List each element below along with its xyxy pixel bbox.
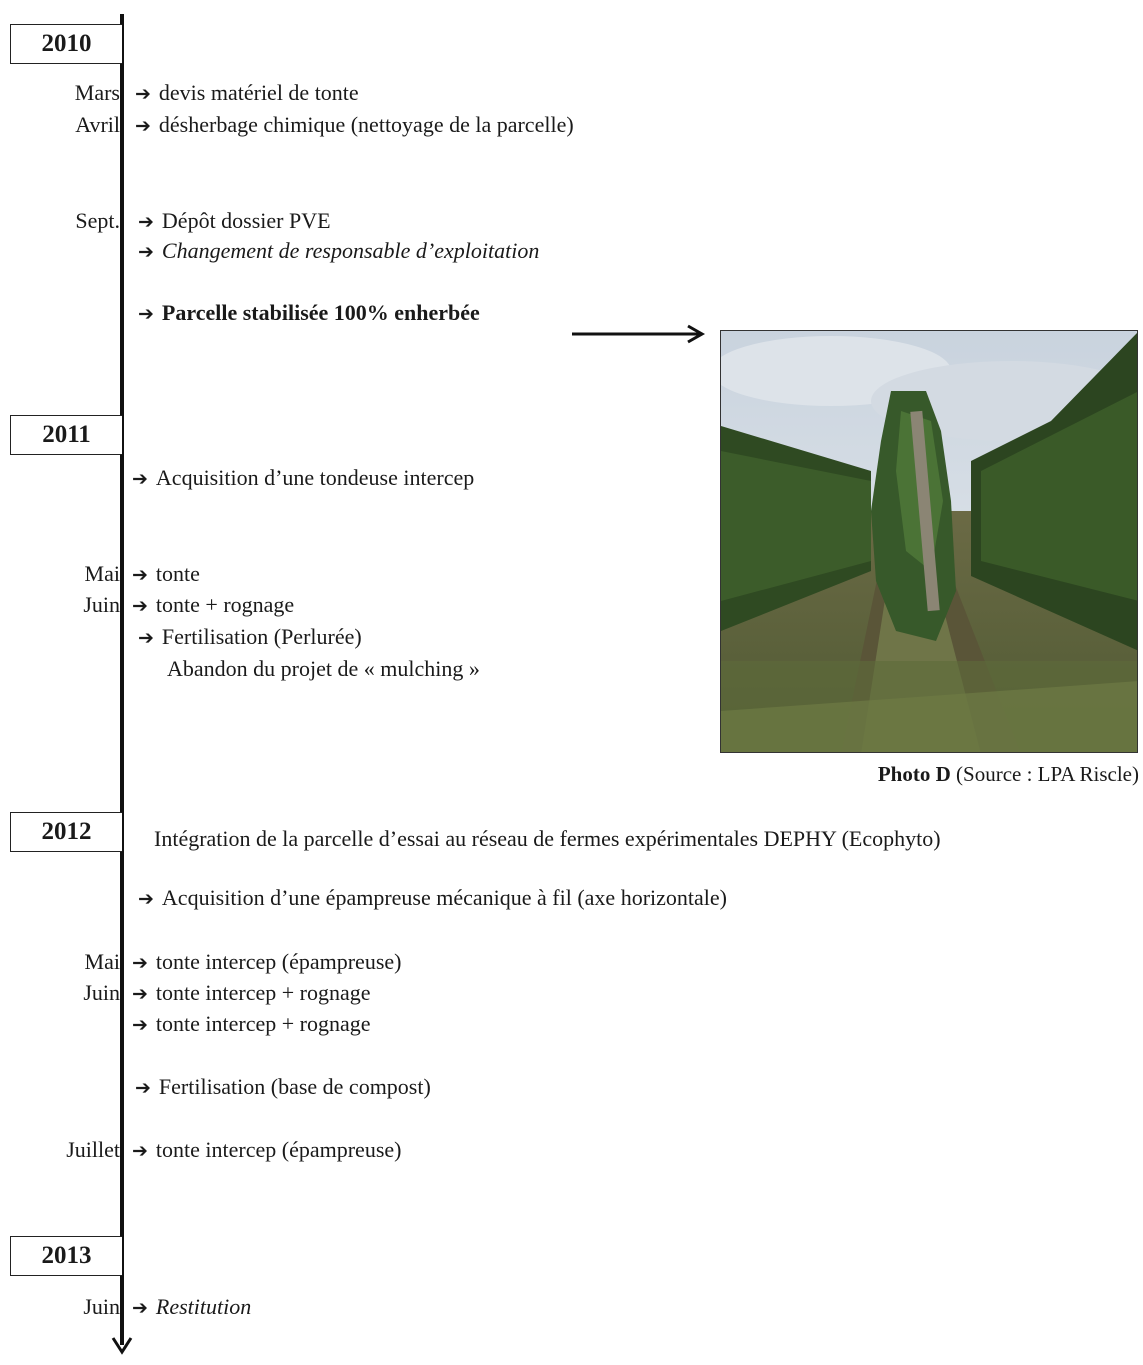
event-item: ➔ tonte intercep + rognage bbox=[132, 982, 371, 1004]
photo-caption-label: Photo D bbox=[877, 762, 951, 786]
right-arrow-icon: ➔ bbox=[132, 468, 148, 490]
right-arrow-icon: ➔ bbox=[138, 627, 154, 649]
event-text: devis matériel de tonte bbox=[158, 80, 359, 105]
event-item: ➔ tonte intercep (épampreuse) bbox=[132, 1139, 401, 1161]
event-item: ➔ tonte intercep (épampreuse) bbox=[132, 951, 401, 973]
event-item: ➔ tonte + rognage bbox=[132, 594, 294, 616]
event-text: tonte intercep + rognage bbox=[155, 980, 371, 1005]
event-text: Dépôt dossier PVE bbox=[161, 208, 331, 233]
year-box-2013: 2013 bbox=[10, 1236, 122, 1276]
event-text: Acquisition d’une épampreuse mécanique à… bbox=[161, 885, 727, 910]
year-box-2012: 2012 bbox=[10, 812, 122, 852]
year-box-2011: 2011 bbox=[10, 415, 122, 455]
event-item: ➔ Restitution bbox=[132, 1296, 251, 1318]
right-arrow-icon: ➔ bbox=[132, 564, 148, 586]
event-text: tonte + rognage bbox=[155, 592, 295, 617]
right-arrow-icon: ➔ bbox=[132, 1140, 148, 1162]
event-text: Restitution bbox=[155, 1294, 252, 1319]
right-arrow-icon: ➔ bbox=[132, 952, 148, 974]
right-arrow-icon: ➔ bbox=[138, 241, 154, 263]
event-text: Abandon du projet de « mulching » bbox=[167, 656, 480, 681]
month-label: Juin bbox=[83, 592, 120, 617]
event-item: ➔ tonte bbox=[132, 563, 200, 585]
right-arrow-icon: ➔ bbox=[138, 303, 154, 325]
vineyard-illustration bbox=[721, 331, 1137, 752]
right-arrow-icon: ➔ bbox=[138, 211, 154, 233]
month-label: Juin bbox=[83, 980, 120, 1005]
right-arrow-icon: ➔ bbox=[132, 1014, 148, 1036]
right-arrow-icon: ➔ bbox=[132, 595, 148, 617]
month-label: Sept. bbox=[75, 208, 120, 233]
photo-caption: Photo D (Source : LPA Riscle) bbox=[878, 764, 1139, 785]
event-text: désherbage chimique (nettoyage de la par… bbox=[158, 112, 574, 137]
timeline-arrowhead bbox=[111, 1337, 133, 1355]
event-item: ➔ Fertilisation (base de compost) bbox=[135, 1076, 431, 1098]
month-label: Mai bbox=[84, 949, 120, 974]
event-item: ➔ désherbage chimique (nettoyage de la pa… bbox=[135, 114, 574, 136]
event-text: tonte intercep + rognage bbox=[155, 1011, 371, 1036]
right-arrow-icon: ➔ bbox=[135, 115, 151, 137]
event-item: ➔ Parcelle stabilisée 100% enherbée bbox=[138, 302, 480, 324]
right-arrow-icon: ➔ bbox=[135, 1077, 151, 1099]
event-item: ➔ Changement de responsable d’exploitatio… bbox=[138, 240, 539, 262]
event-text: Acquisition d’une tondeuse intercep bbox=[155, 465, 475, 490]
event-text: Fertilisation (Perlurée) bbox=[161, 624, 362, 649]
event-text: tonte bbox=[155, 561, 200, 586]
month-label: Juillet bbox=[66, 1137, 120, 1162]
month-label: Avril bbox=[75, 112, 120, 137]
event-text: Fertilisation (base de compost) bbox=[158, 1074, 431, 1099]
month-label: Mai bbox=[84, 561, 120, 586]
event-item: ➔ Acquisition d’une épampreuse mécanique … bbox=[138, 887, 727, 909]
event-item: ➔ Dépôt dossier PVE bbox=[138, 210, 331, 232]
event-text: tonte intercep (épampreuse) bbox=[155, 1137, 402, 1162]
event-item: ➔ Fertilisation (Perlurée) bbox=[138, 626, 362, 648]
event-text: Parcelle stabilisée 100% enherbée bbox=[161, 300, 480, 325]
photo-connector-arrowhead bbox=[687, 324, 706, 344]
event-text: tonte intercep (épampreuse) bbox=[155, 949, 402, 974]
right-arrow-icon: ➔ bbox=[138, 888, 154, 910]
right-arrow-icon: ➔ bbox=[132, 983, 148, 1005]
month-label: Mars bbox=[74, 80, 120, 105]
event-text: Changement de responsable d’exploitation bbox=[161, 238, 540, 263]
event-item: ➔ Acquisition d’une tondeuse intercep bbox=[132, 467, 474, 489]
right-arrow-icon: ➔ bbox=[132, 1297, 148, 1319]
photo-caption-source: (Source : LPA Riscle) bbox=[950, 762, 1139, 786]
event-item: ➔ devis matériel de tonte bbox=[135, 82, 359, 104]
vineyard-photo bbox=[720, 330, 1138, 753]
event-text: Intégration de la parcelle d’essai au ré… bbox=[154, 826, 941, 851]
event-item: ➔ tonte intercep + rognage bbox=[132, 1013, 371, 1035]
year-box-2010: 2010 bbox=[10, 24, 122, 64]
month-label: Juin bbox=[83, 1294, 120, 1319]
right-arrow-icon: ➔ bbox=[135, 83, 151, 105]
